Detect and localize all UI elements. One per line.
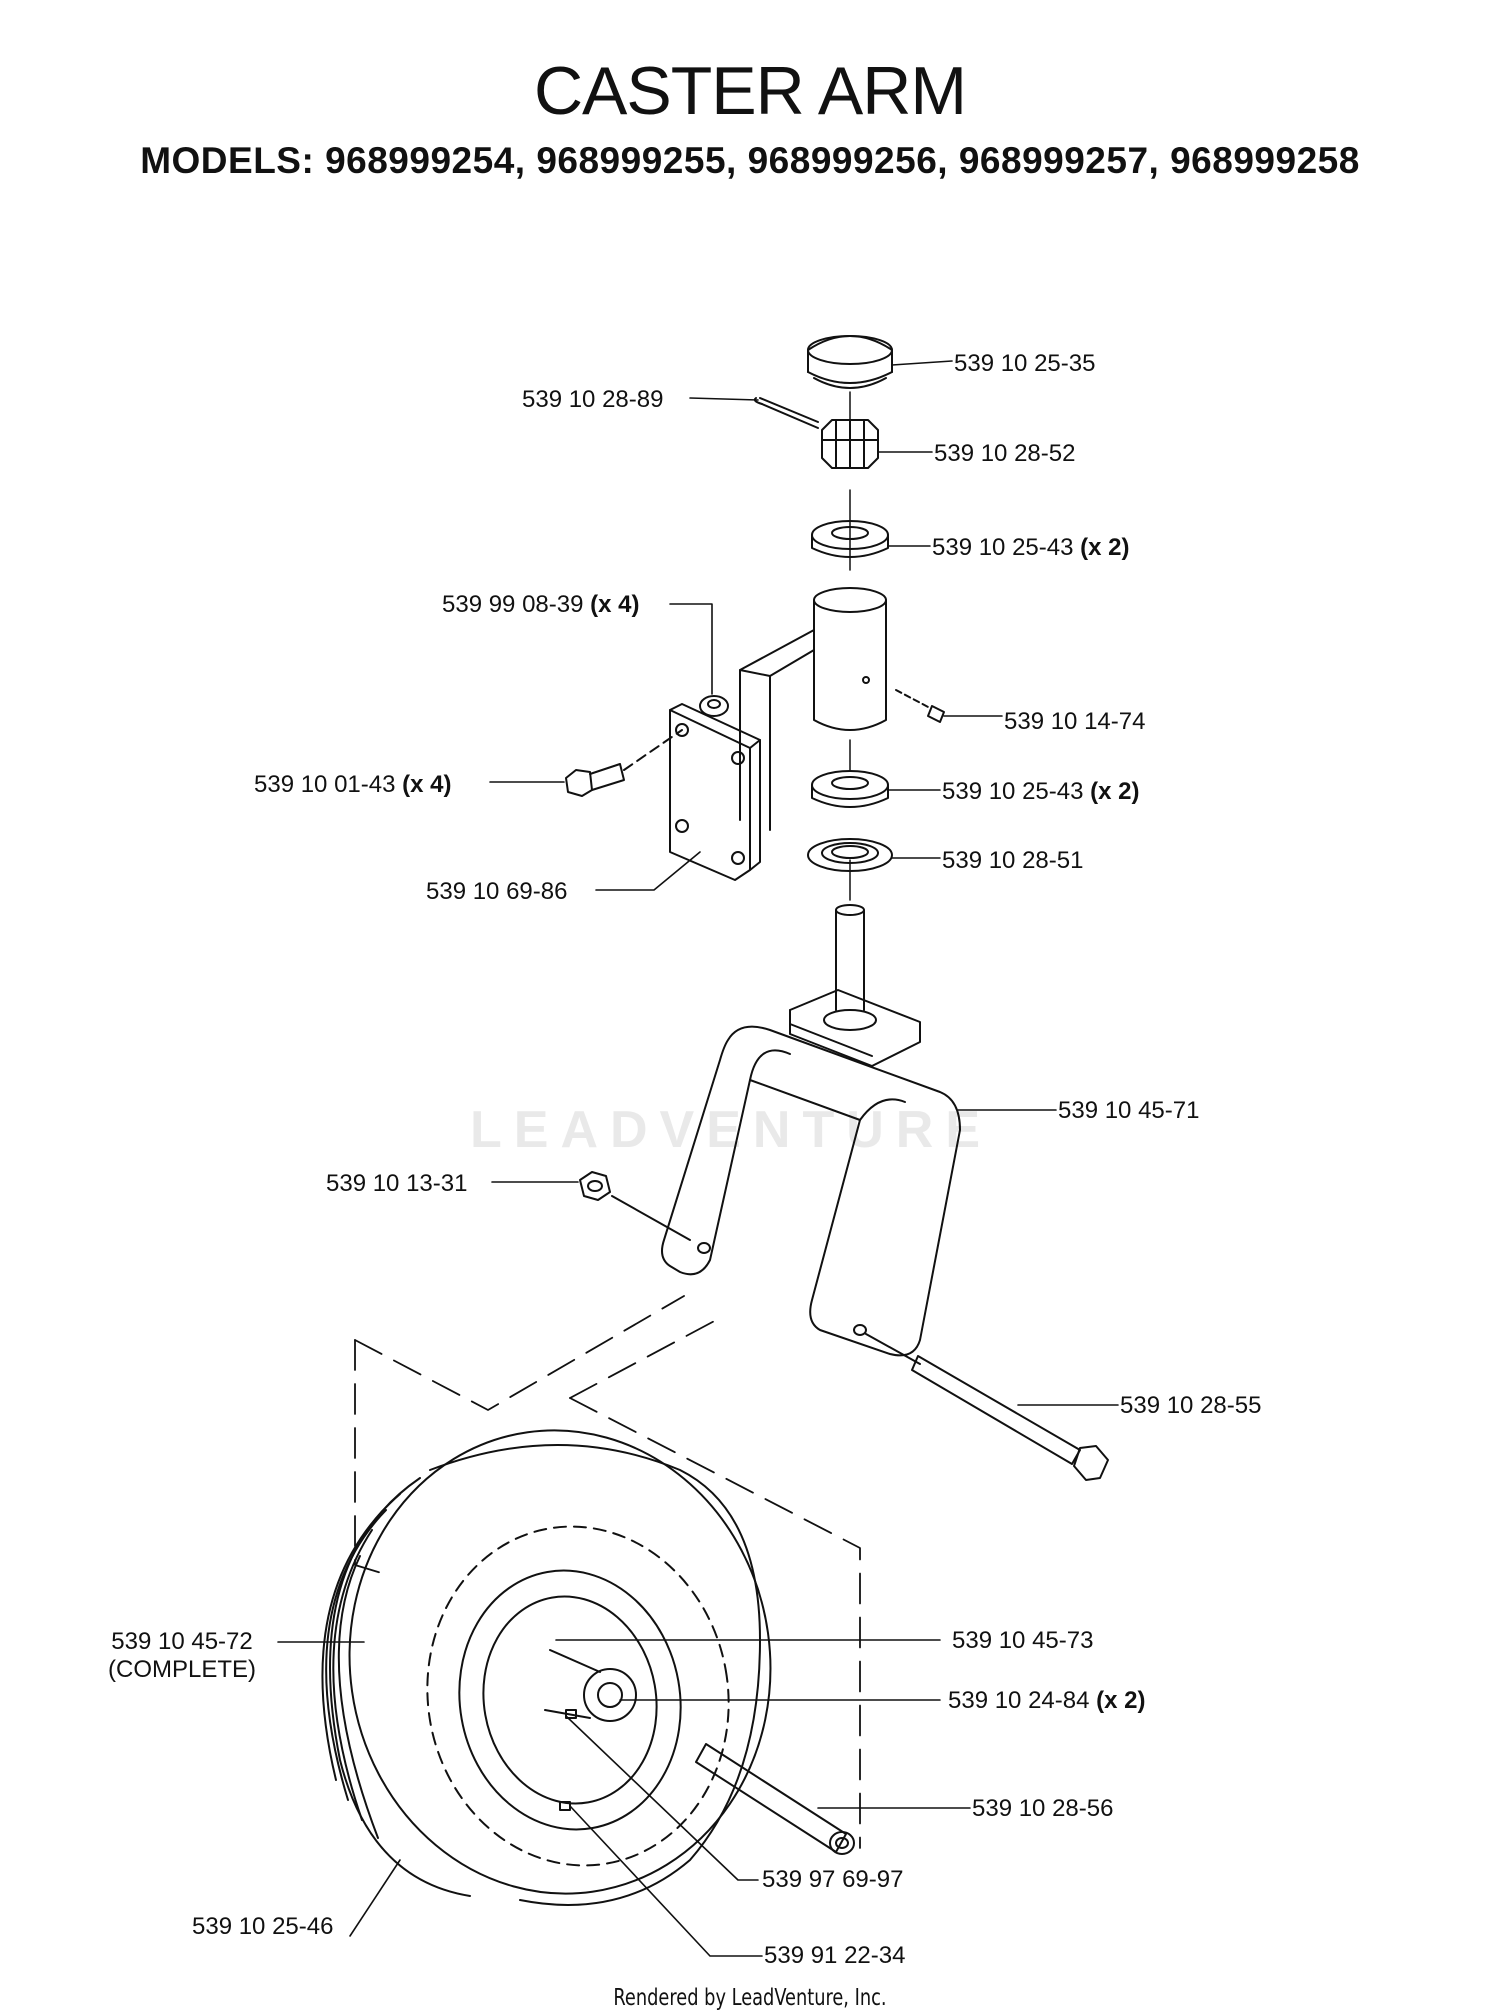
part-qty: (x 2) [1080, 534, 1130, 561]
label-539-10-69-86: 539 10 69-86 [426, 878, 567, 906]
part-number: 539 10 24-84 [948, 1687, 1090, 1714]
caster-housing-part [669, 587, 887, 881]
part-number: 539 10 14-74 [1004, 708, 1146, 735]
label-539-10-28-51: 539 10 28-51 [942, 847, 1083, 875]
part-number: 539 10 28-55 [1120, 1392, 1262, 1419]
label-539-99-08-39: 539 99 08-39 (x 4) [442, 591, 640, 619]
label-539-10-25-35: 539 10 25-35 [954, 350, 1095, 378]
part-qty: (x 2) [1090, 778, 1140, 805]
dust-cap-part [807, 335, 893, 389]
part-number: 539 10 25-43 [942, 778, 1084, 805]
label-539-10-45-73: 539 10 45-73 [952, 1627, 1093, 1655]
label-539-10-25-46: 539 10 25-46 [192, 1913, 333, 1941]
part-number: 539 10 28-56 [972, 1795, 1114, 1822]
part-number: 539 10 28-51 [942, 847, 1084, 874]
bearing-lower-part [811, 770, 889, 808]
grease-fitting-part [895, 689, 945, 723]
part-number: 539 10 01-43 [254, 771, 396, 798]
label-539-10-25-43-lower: 539 10 25-43 (x 2) [942, 778, 1140, 806]
label-539-10-24-84: 539 10 24-84 (x 2) [948, 1687, 1146, 1715]
label-539-10-14-74: 539 10 14-74 [1004, 708, 1145, 736]
footer-credit: Rendered by LeadVenture, Inc. [613, 1985, 887, 2011]
part-number: 539 10 25-46 [192, 1913, 334, 1940]
part-number: 539 10 13-31 [326, 1170, 468, 1197]
label-539-10-28-89: 539 10 28-89 [522, 386, 663, 414]
watermark: LEADVENTURE [470, 1101, 993, 1159]
axle-bolt-part [865, 1333, 1109, 1481]
page-title: CASTER ARM [533, 53, 967, 129]
label-539-10-28-55: 539 10 28-55 [1120, 1392, 1261, 1420]
part-qty: (x 4) [590, 591, 640, 618]
label-539-10-25-43-upper: 539 10 25-43 (x 2) [932, 534, 1130, 562]
label-539-10-01-43: 539 10 01-43 (x 4) [254, 771, 452, 799]
flange-nut-part [699, 695, 729, 717]
part-number: 539 10 25-43 [932, 534, 1074, 561]
seal-part [807, 838, 893, 872]
hex-bolt-part [565, 729, 683, 797]
part-number: 539 91 22-34 [764, 1942, 906, 1969]
part-qty: (x 2) [1096, 1687, 1146, 1714]
part-number: 539 10 28-52 [934, 440, 1076, 467]
label-539-91-22-34: 539 91 22-34 [764, 1942, 905, 1970]
label-539-10-13-31: 539 10 13-31 [326, 1170, 467, 1198]
wheel-tire-part [321, 1429, 855, 1906]
part-number: 539 97 69-97 [762, 1866, 904, 1893]
models-subtitle: MODELS: 968999254, 968999255, 968999256,… [140, 140, 1360, 181]
part-number: 539 10 45-72 [111, 1628, 253, 1655]
caster-fork-part [661, 904, 961, 1357]
label-539-97-69-97: 539 97 69-97 [762, 1866, 903, 1894]
part-number: 539 10 25-35 [954, 350, 1096, 377]
part-number: 539 99 08-39 [442, 591, 584, 618]
label-539-10-45-72: 539 10 45-72(COMPLETE) [108, 1628, 256, 1684]
assembly-dash-lines [354, 1295, 861, 1849]
part-qty: (x 4) [402, 771, 452, 798]
part-number: 539 10 28-89 [522, 386, 664, 413]
leader-lines [277, 360, 1119, 1957]
part-number: 539 10 69-86 [426, 878, 568, 905]
label-539-10-28-52: 539 10 28-52 [934, 440, 1075, 468]
castle-nut-part [821, 419, 879, 469]
label-539-10-45-71: 539 10 45-71 [1058, 1097, 1199, 1125]
locknut-part [579, 1171, 691, 1241]
part-note: (COMPLETE) [108, 1656, 257, 1683]
part-number: 539 10 45-71 [1058, 1097, 1200, 1124]
cotter-pin-part [753, 397, 819, 429]
label-539-10-28-56: 539 10 28-56 [972, 1795, 1113, 1823]
bearing-upper-part [811, 520, 889, 558]
part-number: 539 10 45-73 [952, 1627, 1094, 1654]
